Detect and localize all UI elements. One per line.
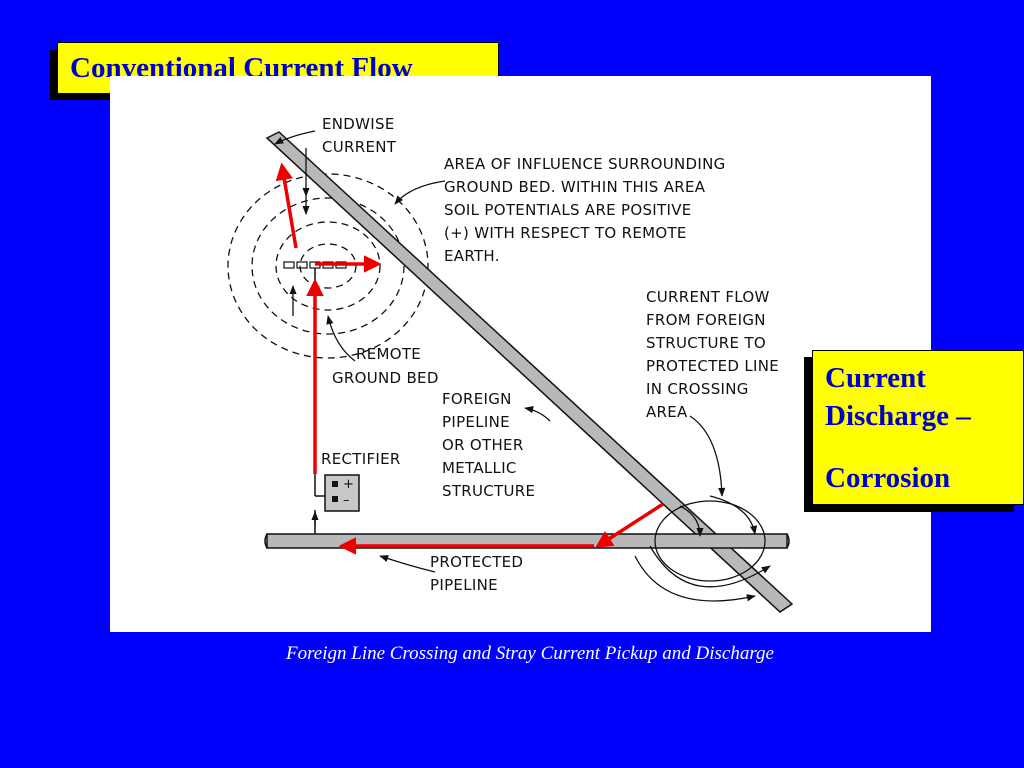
conventional-current-arrows (275, 162, 664, 555)
label-foreign-2: PIPELINE (442, 413, 510, 431)
label-foreign-5: STRUCTURE (442, 482, 535, 500)
rectifier: + – (324, 474, 360, 512)
label-foreign-3: OR OTHER (442, 436, 524, 454)
rectifier-plus: + (343, 477, 354, 492)
label-flow-5: IN CROSSING (646, 380, 749, 398)
label-rectifier: RECTIFIER (321, 450, 401, 468)
label-protected-1: PROTECTED (430, 553, 523, 571)
diagram-labels: ENDWISE CURRENT AREA OF INFLUENCE SURROU… (321, 115, 779, 594)
callout-line-3: Corrosion (825, 462, 951, 494)
label-flow-1: CURRENT FLOW (646, 288, 770, 306)
callout-spacer (825, 435, 1023, 459)
label-endwise-2: CURRENT (322, 138, 397, 156)
label-area-2: GROUND BED. WITHIN THIS AREA (444, 178, 706, 196)
label-flow-3: STRUCTURE TO (646, 334, 766, 352)
slide-caption: Foreign Line Crossing and Stray Current … (286, 643, 774, 664)
label-flow-2: FROM FOREIGN (646, 311, 766, 329)
callout-line-1: Current (825, 362, 926, 394)
label-area-5: EARTH. (444, 247, 500, 265)
rectifier-minus: – (343, 493, 350, 508)
label-foreign-4: METALLIC (442, 459, 517, 477)
diagram-panel: + – (110, 76, 931, 632)
label-endwise-1: ENDWISE (322, 115, 395, 133)
crossing-discharge-arcs (634, 495, 771, 602)
label-area-1: AREA OF INFLUENCE SURROUNDING (444, 155, 726, 173)
label-flow-4: PROTECTED LINE (646, 357, 779, 375)
label-area-3: SOIL POTENTIALS ARE POSITIVE (444, 201, 692, 219)
label-flow-6: AREA (646, 403, 688, 421)
label-protected-2: PIPELINE (430, 576, 498, 594)
callout-line-2: Discharge – (825, 400, 971, 432)
callout-box: Current Discharge – Corrosion (812, 350, 1024, 505)
label-area-4: (+) WITH RESPECT TO REMOTE (444, 224, 687, 242)
label-remote-2: GROUND BED (332, 369, 439, 387)
label-remote-1: REMOTE (356, 345, 421, 363)
label-foreign-1: FOREIGN (442, 390, 512, 408)
foreign-pipeline (265, 131, 794, 613)
stray-current-diagram: + – (227, 115, 794, 613)
